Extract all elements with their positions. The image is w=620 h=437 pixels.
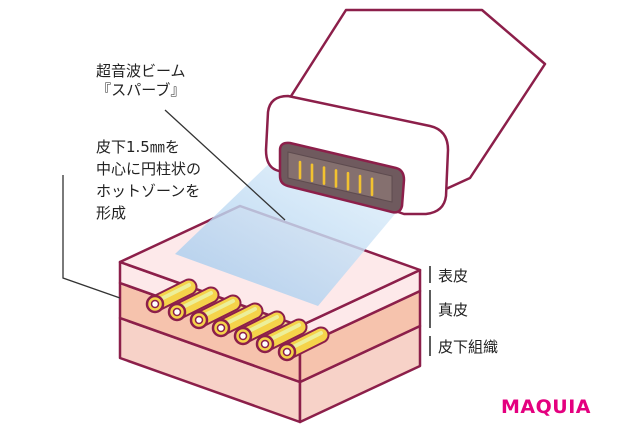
device-tip-rim	[287, 151, 393, 203]
cylinder-highlight	[155, 283, 191, 303]
beam-label-line-2: 『スパーブ』	[96, 81, 186, 99]
beam-pointer-line	[164, 109, 286, 221]
beam-label-line-1: 超音波ビーム	[96, 62, 186, 80]
cylinder-highlight	[177, 291, 213, 311]
cylinder-core	[194, 315, 204, 325]
subcutis-label: 皮下組織	[438, 338, 499, 356]
beam-label: 超音波ビーム 『スパーブ』	[96, 62, 186, 100]
hot-zone-cylinder	[167, 286, 220, 322]
cylinder-highlight	[287, 331, 323, 351]
maquia-logo: MAQUIA	[501, 396, 591, 418]
hot-zone-cylinder	[211, 302, 264, 338]
cylinder-core	[216, 323, 226, 333]
hot-zone-cylinder	[277, 326, 330, 362]
cylinder-highlight	[243, 315, 279, 335]
cylinder-core	[260, 339, 270, 349]
hot-zone-cylinder	[233, 310, 286, 346]
handpiece-device	[264, 8, 547, 216]
hot-zone-cylinder	[145, 278, 198, 314]
hotzone-pointer-line	[62, 175, 121, 299]
hot-zone-cylinder	[255, 318, 308, 354]
cylinder-core	[150, 299, 160, 309]
emitter-lines	[298, 160, 374, 197]
hotzone-label-line-4: 形成	[96, 204, 127, 222]
cylinder-core	[172, 307, 182, 317]
epidermis-label: 表皮	[438, 267, 469, 285]
cylinder-core	[282, 347, 292, 357]
hotzone-label: 皮下1.5㎜を 中心に円柱状の ホットゾーンを 形成	[96, 136, 201, 224]
cylinder-highlight	[199, 299, 235, 319]
hotzone-label-line-2: 中心に円柱状の	[96, 160, 202, 178]
hotzone-label-line-3: ホットゾーンを	[96, 182, 201, 200]
cylinder-highlight	[265, 323, 301, 343]
dermis-label: 真皮	[438, 301, 469, 319]
hot-zone-cylinders	[145, 278, 330, 362]
hotzone-label-line-1: 皮下1.5㎜を	[96, 138, 180, 156]
cylinder-core	[238, 331, 248, 341]
cylinder-highlight	[221, 307, 257, 327]
hot-zone-cylinder	[189, 294, 242, 330]
